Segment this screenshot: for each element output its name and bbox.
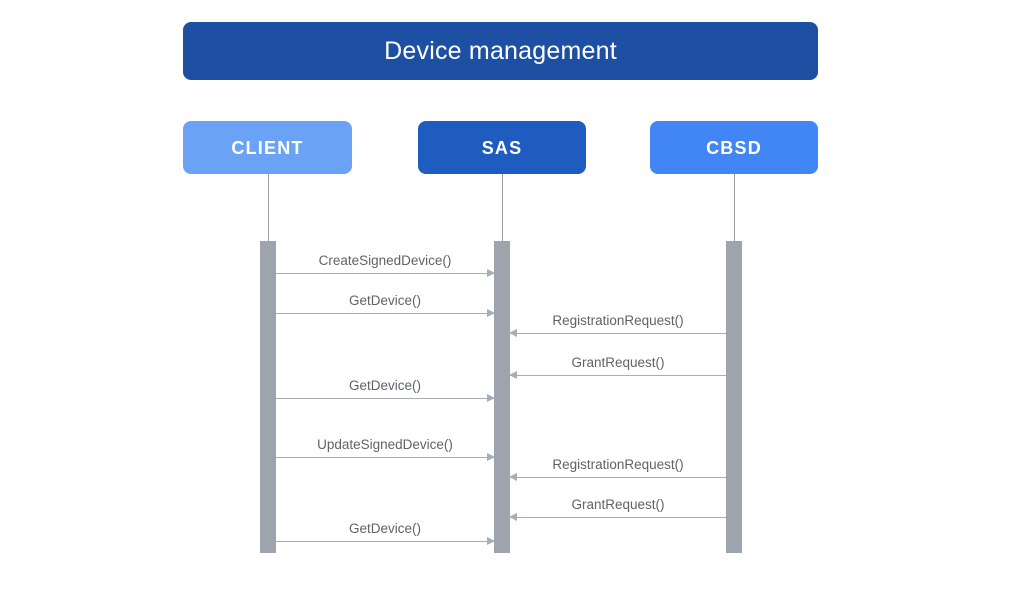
message-arrow: GrantRequest(): [509, 355, 726, 379]
arrowhead-left-icon: [509, 473, 517, 481]
lifeline-client: [268, 174, 269, 241]
arrowhead-left-icon: [509, 371, 517, 379]
message-label: RegistrationRequest(): [552, 312, 684, 328]
message-label: GetDevice(): [348, 520, 421, 536]
message-line: [276, 457, 494, 458]
message-label: GrantRequest(): [571, 496, 665, 512]
message-arrow: RegistrationRequest(): [509, 313, 726, 337]
message-arrow: GetDevice(): [276, 521, 495, 545]
message-line: [276, 273, 494, 274]
message-label: RegistrationRequest(): [552, 456, 684, 472]
message-arrow: RegistrationRequest(): [509, 457, 726, 481]
arrowhead-left-icon: [509, 329, 517, 337]
arrowhead-right-icon: [487, 453, 495, 461]
message-label: GrantRequest(): [571, 354, 665, 370]
message-line: [510, 333, 726, 334]
activation-bar-sas: [494, 241, 510, 553]
participant-label-client: CLIENT: [231, 137, 304, 158]
participant-box-client[interactable]: CLIENT: [183, 121, 352, 174]
diagram-title-banner: Device management: [183, 22, 818, 80]
message-line: [510, 375, 726, 376]
message-label: UpdateSignedDevice(): [317, 436, 453, 452]
arrowhead-right-icon: [487, 269, 495, 277]
message-label: GetDevice(): [348, 292, 421, 308]
message-label: GetDevice(): [348, 377, 421, 393]
message-line: [510, 517, 726, 518]
arrowhead-right-icon: [487, 537, 495, 545]
arrowhead-right-icon: [487, 394, 495, 402]
activation-bar-client: [260, 241, 276, 553]
message-arrow: UpdateSignedDevice(): [276, 437, 495, 461]
participant-box-sas[interactable]: SAS: [418, 121, 586, 174]
page-title: Device management: [384, 36, 617, 65]
arrowhead-right-icon: [487, 309, 495, 317]
lifeline-cbsd: [734, 174, 735, 241]
message-line: [276, 541, 494, 542]
participant-box-cbsd[interactable]: CBSD: [650, 121, 818, 174]
participant-label-sas: SAS: [481, 137, 523, 158]
participant-label-cbsd: CBSD: [706, 137, 762, 158]
message-line: [510, 477, 726, 478]
message-arrow: GetDevice(): [276, 378, 495, 402]
lifeline-sas: [502, 174, 503, 241]
message-line: [276, 313, 494, 314]
message-arrow: GetDevice(): [276, 293, 495, 317]
message-line: [276, 398, 494, 399]
message-arrow: CreateSignedDevice(): [276, 253, 495, 277]
activation-bar-cbsd: [726, 241, 742, 553]
arrowhead-left-icon: [509, 513, 517, 521]
message-label: CreateSignedDevice(): [318, 252, 452, 268]
message-arrow: GrantRequest(): [509, 497, 726, 521]
